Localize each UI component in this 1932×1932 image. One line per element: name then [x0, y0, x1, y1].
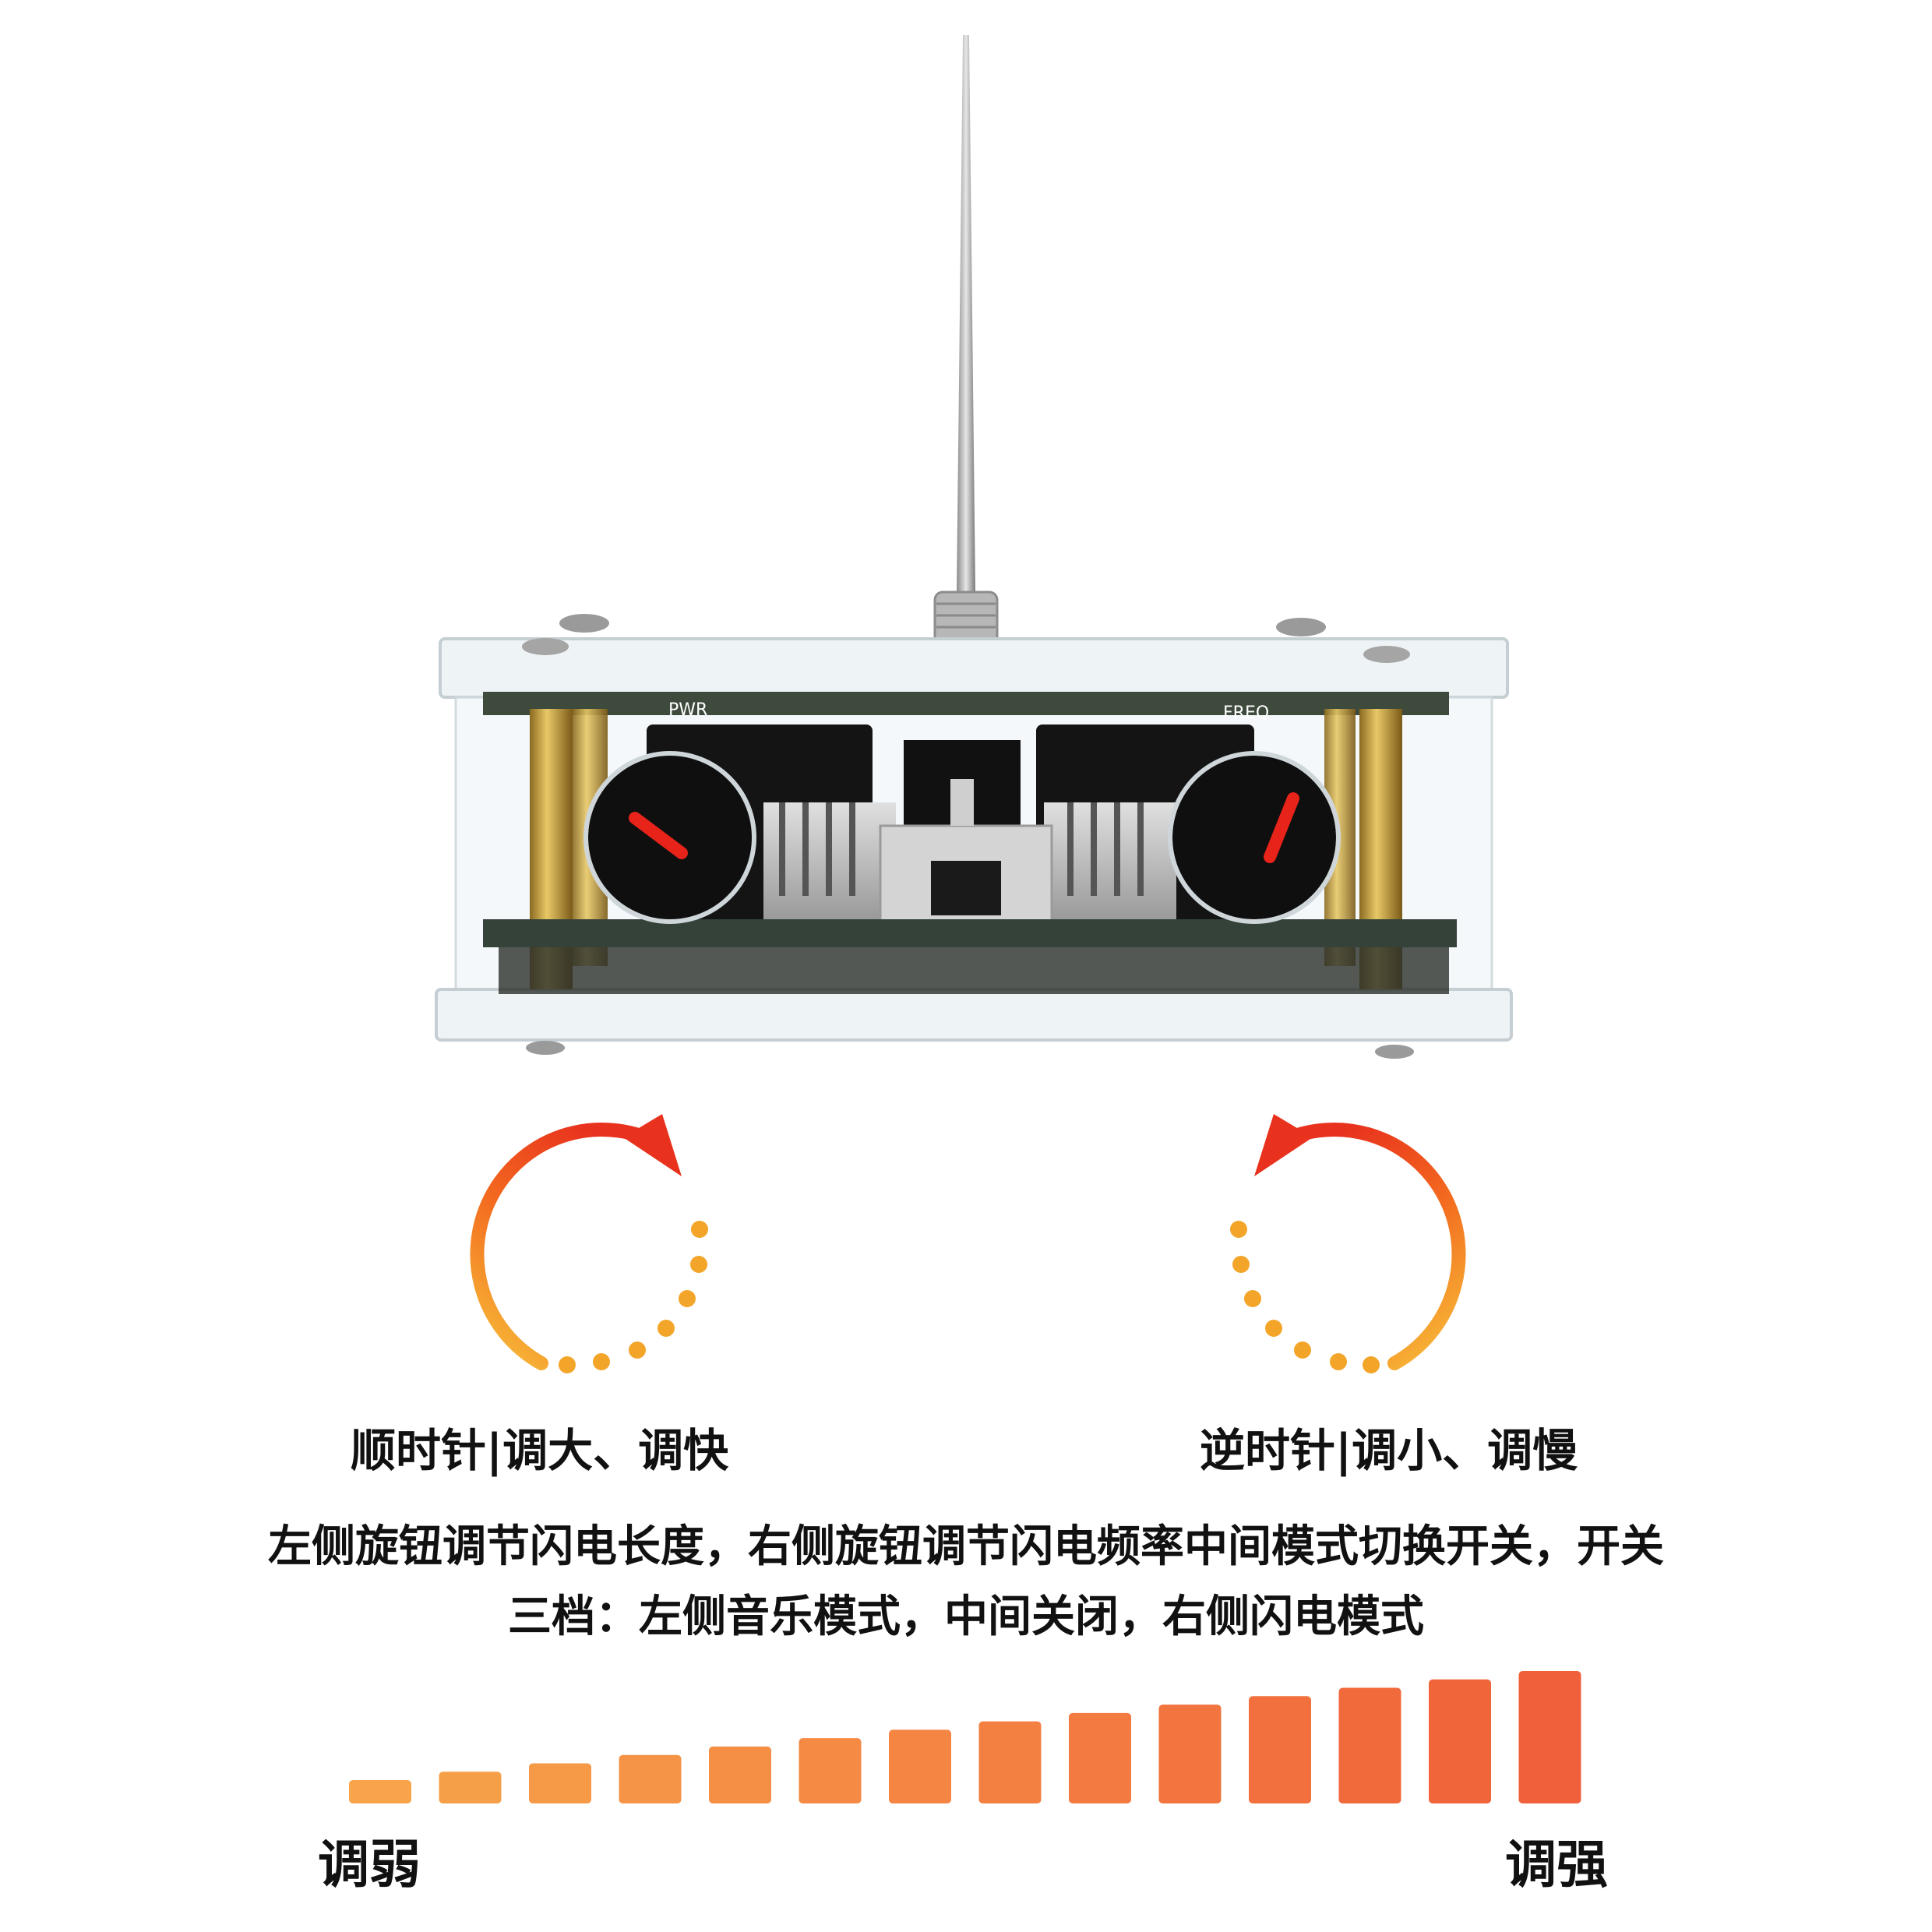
description-line-1: 左侧旋钮调节闪电长度，右侧旋钮调节闪电频率中间模式切换开关，开关: [268, 1521, 1664, 1572]
clockwise-caption: 顺时针|调大、调快: [351, 1424, 729, 1477]
counterclockwise-caption: 逆时针|调小、调慢: [1200, 1424, 1578, 1477]
strong-label: 调强: [1505, 1835, 1608, 1895]
freq-knob-indicator: [1264, 792, 1299, 863]
level-bar: [799, 1738, 862, 1803]
level-bar: [1158, 1705, 1222, 1803]
level-bar: [889, 1729, 951, 1803]
counterclockwise-arrow-icon: [1230, 1114, 1466, 1373]
weak-label: 调弱: [318, 1835, 421, 1895]
level-bar: [529, 1763, 591, 1803]
level-bar: [1069, 1712, 1131, 1803]
pwr-knob-indicator: [629, 812, 688, 859]
level-bar: [978, 1721, 1042, 1803]
level-bar: [1249, 1696, 1311, 1803]
clockwise-arrow-icon: [470, 1114, 708, 1373]
bottom-pcb: [483, 919, 1457, 947]
freq-silkscreen: FREQ: [1223, 703, 1269, 723]
top-pcb: [483, 692, 1449, 715]
level-bar: [1429, 1679, 1491, 1803]
level-bar: [439, 1772, 502, 1803]
level-bar: [709, 1746, 771, 1803]
level-bar: [619, 1754, 682, 1803]
pwr-knob: [583, 751, 756, 924]
level-bar: [349, 1780, 411, 1803]
level-bar: [1518, 1671, 1581, 1803]
pwr-silkscreen: PWR: [668, 700, 707, 720]
mode-switch: [879, 740, 1053, 929]
description-line-2: 三档：左侧音乐模式，中间关闭，右侧闪电模式: [508, 1592, 1424, 1642]
level-bar: [1338, 1687, 1401, 1803]
freq-knob: [1168, 751, 1341, 924]
